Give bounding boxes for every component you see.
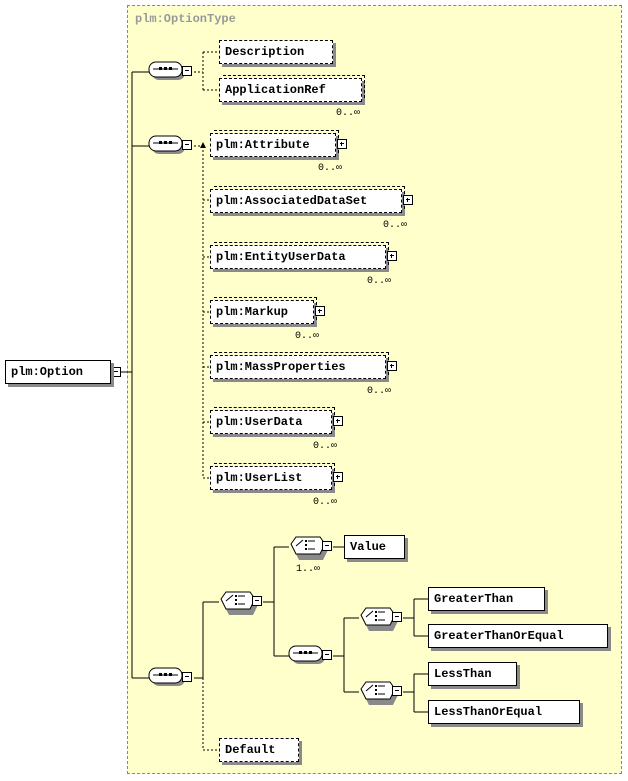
element-greater-than-or-equal[interactable]: GreaterThanOrEqual	[428, 624, 608, 648]
cardinality-label: 1..∞	[296, 564, 321, 575]
type-name-label: plm:OptionType	[135, 12, 236, 26]
choice-compositor-icon	[360, 681, 398, 705]
cardinality-label: 0..∞	[367, 386, 392, 397]
collapse-toggle-icon[interactable]	[182, 672, 192, 682]
cardinality-label: 0..∞	[313, 497, 338, 508]
collapse-toggle-icon[interactable]	[252, 596, 262, 606]
expand-icon[interactable]	[333, 416, 343, 426]
expand-icon[interactable]	[315, 306, 325, 316]
collapse-toggle-icon[interactable]	[392, 686, 402, 696]
element-user-data[interactable]: plm:UserData	[210, 407, 335, 434]
element-attribute[interactable]: plm:Attribute	[210, 130, 339, 157]
sequence-compositor-icon	[148, 61, 185, 80]
collapse-toggle-icon[interactable]	[182, 140, 192, 150]
sequence-compositor-icon	[148, 667, 185, 686]
cardinality-label: 0..∞	[336, 108, 361, 119]
expand-icon[interactable]	[403, 195, 413, 205]
cardinality-label: 0..∞	[383, 220, 408, 231]
choice-compositor-icon	[360, 607, 398, 631]
element-default[interactable]: Default	[219, 738, 299, 762]
element-associated-data-set[interactable]: plm:AssociatedDataSet	[210, 186, 405, 213]
collapse-toggle-icon[interactable]	[322, 541, 332, 551]
element-application-ref[interactable]: ApplicationRef	[219, 75, 365, 102]
element-greater-than[interactable]: GreaterThan	[428, 587, 545, 611]
collapse-toggle-icon[interactable]	[392, 612, 402, 622]
expand-icon[interactable]	[333, 472, 343, 482]
choice-compositor-icon	[290, 536, 328, 560]
element-less-than[interactable]: LessThan	[428, 662, 517, 686]
collapse-toggle-icon[interactable]	[322, 650, 332, 660]
element-description[interactable]: Description	[219, 40, 333, 64]
element-markup[interactable]: plm:Markup	[210, 297, 317, 324]
element-mass-properties[interactable]: plm:MassProperties	[210, 352, 389, 379]
element-value[interactable]: Value	[344, 535, 405, 559]
expand-icon[interactable]	[337, 139, 347, 149]
collapse-toggle-icon[interactable]	[111, 367, 121, 377]
collapse-toggle-icon[interactable]	[182, 66, 192, 76]
sequence-compositor-icon	[148, 135, 185, 154]
element-entity-user-data[interactable]: plm:EntityUserData	[210, 242, 389, 269]
sequence-compositor-icon	[288, 645, 325, 664]
cardinality-label: 0..∞	[295, 331, 320, 342]
cardinality-label: 0..∞	[318, 163, 343, 174]
cardinality-label: 0..∞	[313, 441, 338, 452]
cardinality-label: 0..∞	[367, 276, 392, 287]
element-less-than-or-equal[interactable]: LessThanOrEqual	[428, 700, 580, 724]
choice-compositor-icon	[220, 591, 258, 615]
root-element-option[interactable]: plm:Option	[5, 360, 111, 384]
expand-icon[interactable]	[387, 361, 397, 371]
expand-icon[interactable]	[387, 251, 397, 261]
element-user-list[interactable]: plm:UserList	[210, 463, 335, 490]
